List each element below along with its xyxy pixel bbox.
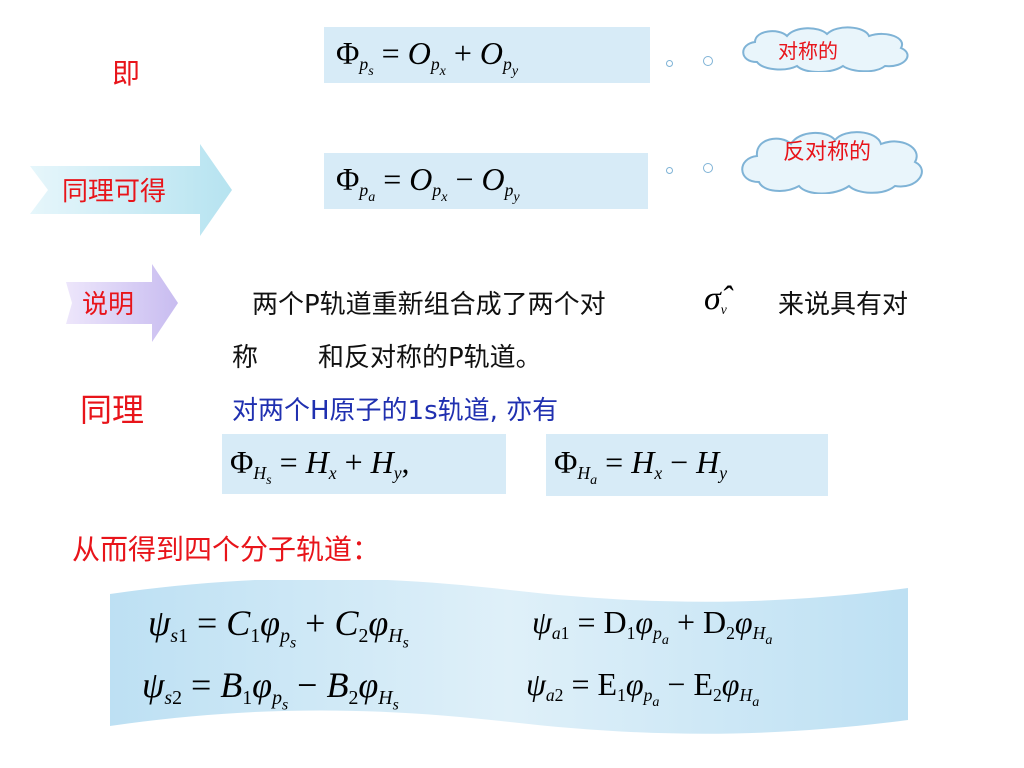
thought-dot bbox=[703, 56, 713, 66]
equation-ps: Φps = Opx + Opy bbox=[336, 35, 519, 80]
equation-ps-box: Φps = Opx + Opy bbox=[324, 27, 650, 83]
cloud-symmetric-label: 对称的 bbox=[778, 39, 838, 63]
explanation-line2-a: 称 bbox=[232, 343, 259, 373]
cloud-antisymmetric bbox=[741, 131, 923, 194]
explanation-line1-b: 来说具有对 bbox=[778, 290, 909, 320]
equation-hs: ΦHs = Hx + Hy, bbox=[230, 444, 410, 489]
label-tongli: 同理 bbox=[80, 391, 145, 429]
explanation-line1-a: 两个P轨道重新组合成了两个对 bbox=[252, 290, 606, 320]
psi-s2-equation: ψs2 = B1φps − B2φHs bbox=[142, 665, 399, 714]
arrow-shape-tongli bbox=[30, 144, 232, 236]
label-shuoming: 说明 bbox=[82, 290, 135, 320]
result-label: 从而得到四个分子轨道： bbox=[72, 533, 381, 566]
thought-dot bbox=[703, 163, 713, 173]
equation-hs-box: ΦHs = Hx + Hy, bbox=[222, 434, 506, 494]
psi-a1-equation: ψa1 = D1φpa + D2φHa bbox=[532, 604, 773, 649]
equation-ha-box: ΦHa = Hx − Hy bbox=[546, 434, 828, 496]
equation-ha: ΦHa = Hx − Hy bbox=[554, 444, 728, 489]
equation-pa-box: Φpa = Opx − Opy bbox=[324, 153, 648, 209]
sigma-v-symbol: σ̂v bbox=[704, 280, 727, 317]
orbital-banner bbox=[110, 580, 908, 734]
psi-a2-equation: ψa2 = E1φpa − E2φHa bbox=[526, 666, 760, 711]
thought-dot bbox=[666, 60, 673, 67]
arrow-shape-shuoming bbox=[66, 264, 178, 342]
label-ji: 即 bbox=[112, 57, 141, 90]
label-tongli-kede: 同理可得 bbox=[62, 177, 167, 207]
explanation-line2-b: 和反对称的P轨道。 bbox=[318, 343, 542, 373]
cloud-antisymmetric-label: 反对称的 bbox=[783, 140, 872, 165]
thought-dot bbox=[666, 167, 673, 174]
cloud-symmetric bbox=[742, 26, 909, 72]
explanation-line3: 对两个H原子的1s轨道, 亦有 bbox=[232, 396, 559, 426]
psi-s1-equation: ψs1 = C1φps + C2φHs bbox=[148, 603, 409, 652]
equation-pa: Φpa = Opx − Opy bbox=[336, 161, 520, 206]
